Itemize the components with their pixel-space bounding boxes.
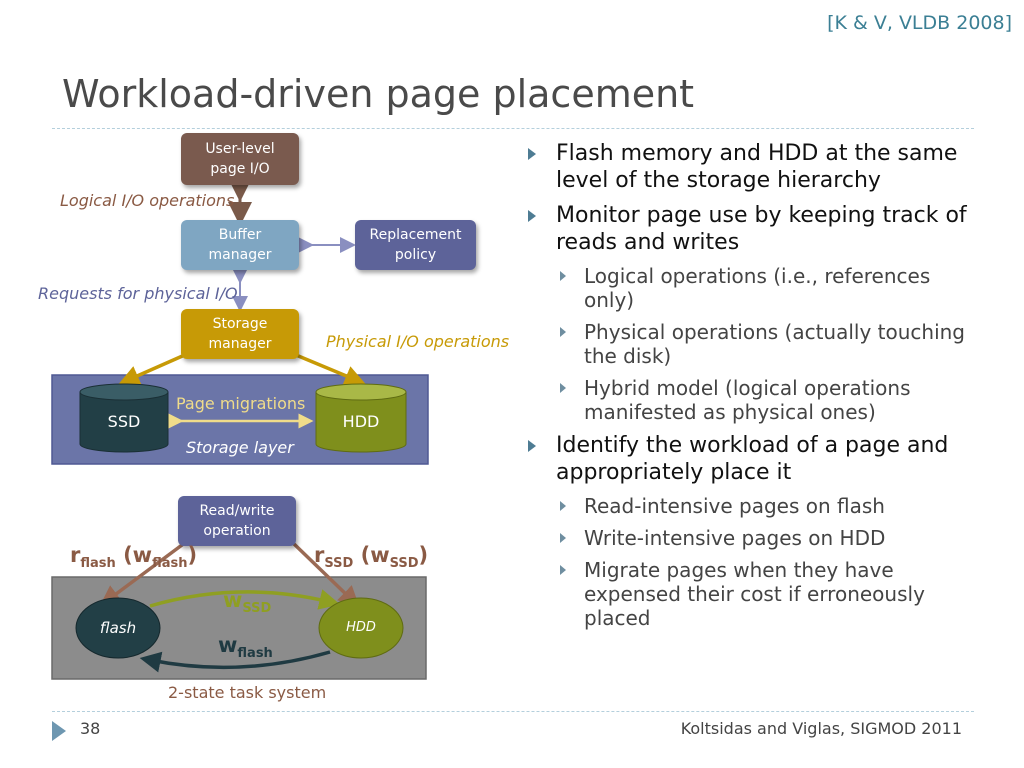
sub-bullet-marker-icon	[560, 271, 566, 281]
bullet-marker-icon	[528, 148, 536, 160]
bullet-marker-icon	[528, 440, 536, 452]
bullet-3-1: Read-intensive pages on flash	[560, 494, 976, 518]
user-io-box: User-level page I/O	[181, 133, 299, 185]
page-migrations-label: Page migrations	[176, 394, 306, 413]
bullet-3: Identify the workload of a page and appr…	[528, 432, 976, 486]
bullet-2-1: Logical operations (i.e., references onl…	[560, 264, 976, 312]
w-flash-label: wflash	[218, 633, 273, 662]
hdd-node-label: HDD	[346, 620, 376, 635]
storage-layer-label: Storage layer	[186, 438, 294, 457]
slide-title: Workload-driven page placement	[62, 72, 695, 116]
bullet-2-2: Physical operations (actually touching t…	[560, 320, 976, 368]
storage-manager-label: Storage manager	[208, 316, 272, 352]
footer-credit: Koltsidas and Viglas, SIGMOD 2011	[680, 719, 962, 738]
rw-operation-box: Read/write operation	[178, 496, 296, 546]
w-ssd-label: wSSD	[223, 588, 272, 617]
storage-manager-box: Storage manager	[181, 309, 299, 359]
physical-requests-label: Requests for physical I/O	[38, 284, 238, 303]
rw-operation-label: Read/write operation	[199, 503, 275, 539]
task-system-caption: 2-state task system	[168, 683, 327, 702]
sub-bullet-marker-icon	[560, 565, 566, 575]
bullet-2: Monitor page use by keeping track of rea…	[528, 202, 976, 256]
physical-io-label: Physical I/O operations	[326, 332, 510, 351]
footer-triangle-icon	[52, 721, 66, 741]
diagram-connectors	[51, 178, 429, 680]
user-io-label: User-level page I/O	[205, 141, 275, 177]
page-number: 38	[80, 719, 101, 738]
bullet-3-2: Write-intensive pages on HDD	[560, 526, 976, 550]
footer-divider	[52, 711, 974, 712]
sub-bullet-marker-icon	[560, 501, 566, 511]
bullet-2-3: Hybrid model (logical operations manifes…	[560, 376, 976, 424]
replacement-policy-label: Replacement policy	[369, 227, 462, 263]
replacement-policy-box: Replacement policy	[355, 220, 476, 270]
sub-bullet-marker-icon	[560, 533, 566, 543]
sub-bullet-marker-icon	[560, 327, 566, 337]
title-divider	[52, 128, 974, 129]
buffer-manager-box: Buffer manager	[181, 220, 299, 270]
sub-bullet-marker-icon	[560, 383, 566, 393]
citation: [K & V, VLDB 2008]	[827, 12, 1012, 34]
flash-node-label: flash	[99, 619, 137, 637]
hdd-label: HDD	[342, 412, 380, 431]
bullet-marker-icon	[528, 210, 536, 222]
r-flash-label: rflash (wflash)	[70, 543, 198, 572]
bullet-3-3: Migrate pages when they have expensed th…	[560, 558, 976, 630]
buffer-manager-label: Buffer manager	[208, 227, 272, 263]
bullet-list: Flash memory and HDD at the same level o…	[528, 140, 976, 638]
ssd-label: SSD	[107, 412, 141, 431]
logical-io-label: Logical I/O operations	[60, 191, 235, 210]
bullet-1: Flash memory and HDD at the same level o…	[528, 140, 976, 194]
r-ssd-label: rSSD (wSSD)	[314, 543, 429, 572]
